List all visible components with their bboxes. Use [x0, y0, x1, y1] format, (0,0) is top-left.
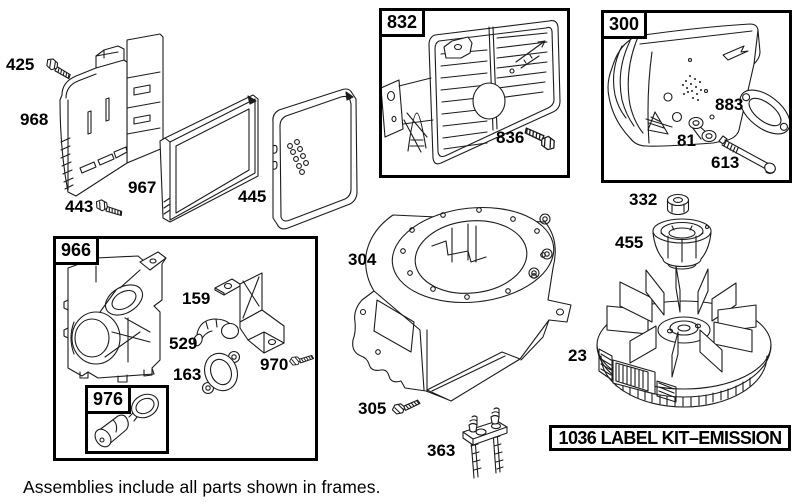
frame-label-832: 832 — [379, 8, 426, 37]
part-label-443: 443 — [65, 197, 94, 216]
part-label-23: 23 — [568, 346, 587, 365]
part-832-debris-guard — [380, 20, 561, 165]
emission-label-kit-box: 1036 LABEL KIT–EMISSION — [549, 425, 791, 451]
part-81-washers — [688, 116, 717, 143]
part-label-836: 836 — [496, 128, 525, 147]
part-443-screw — [93, 197, 125, 219]
part-label-363: 363 — [427, 441, 456, 460]
part-label-970: 970 — [260, 355, 289, 374]
part-163-gasket — [201, 350, 241, 395]
caption-text: Assemblies include all parts shown in fr… — [23, 477, 381, 497]
part-label-967: 967 — [128, 178, 157, 197]
frame-label-300: 300 — [601, 10, 648, 39]
part-label-529: 529 — [169, 334, 198, 353]
part-159-bracket — [214, 272, 285, 354]
part-label-332: 332 — [629, 190, 658, 209]
part-label-455: 455 — [615, 233, 644, 252]
part-305-screw — [390, 395, 422, 417]
part-label-968: 968 — [20, 110, 49, 129]
frame-976: 976 — [85, 385, 169, 454]
frame-300: 300 — [601, 10, 792, 183]
part-613-bolt — [718, 135, 776, 175]
part-label-425: 425 — [6, 55, 35, 74]
frame-966: 966 976 — [53, 236, 318, 461]
part-425-screw — [43, 56, 74, 81]
part-455-starter-cup — [652, 218, 712, 270]
part-445-filter-cover — [272, 88, 358, 230]
part-883-gasket — [739, 89, 791, 135]
part-label-163: 163 — [173, 365, 202, 384]
frame-label-966: 966 — [53, 236, 100, 265]
part-363-bracket-screws — [462, 407, 508, 479]
frame-label-976: 976 — [85, 385, 132, 414]
part-label-305: 305 — [358, 399, 387, 418]
part-label-159: 159 — [182, 289, 211, 308]
frame-832: 832 — [379, 8, 570, 178]
part-label-445: 445 — [238, 187, 267, 206]
part-332-nut — [666, 193, 690, 216]
part-label-613: 613 — [711, 153, 740, 172]
part-23-flywheel — [596, 265, 772, 408]
part-304-blower-housing — [352, 206, 572, 402]
part-300-muffler — [607, 23, 761, 147]
part-529-elbow — [193, 318, 240, 347]
part-976-cartridge — [94, 393, 159, 448]
part-label-883: 883 — [715, 95, 744, 114]
part-967-filter-element — [159, 94, 259, 223]
part-968-air-cleaner-housing — [59, 33, 164, 197]
part-966-air-cleaner-base — [63, 251, 167, 383]
part-label-304: 304 — [348, 250, 377, 269]
part-label-81: 81 — [677, 131, 696, 150]
